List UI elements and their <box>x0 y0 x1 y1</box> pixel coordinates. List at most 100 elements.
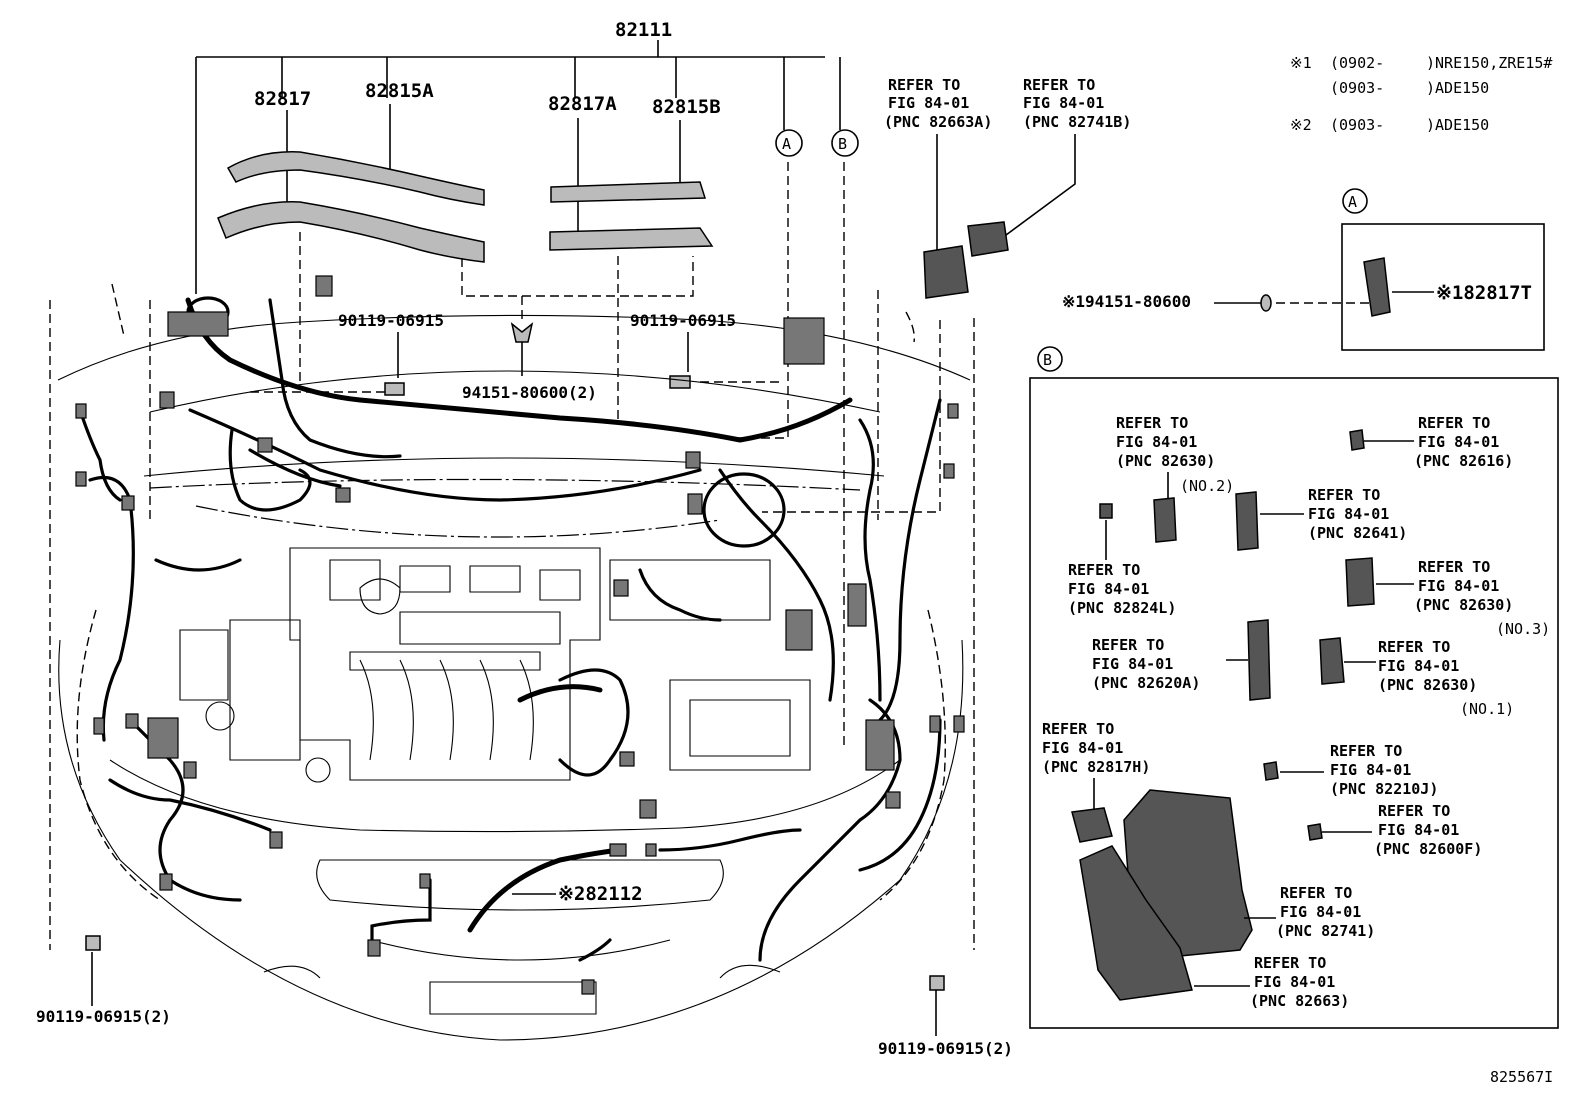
svg-text:FIG 84-01: FIG 84-01 <box>1254 973 1335 991</box>
label-82815B[interactable]: 82815B <box>652 96 721 118</box>
label-bolt-left-upper[interactable]: 90119-06915 <box>338 311 444 330</box>
inset-b-refer-82663[interactable]: REFER TO FIG 84-01 (PNC 82663) <box>1250 954 1349 1010</box>
inset-a-clip-icon <box>1260 294 1272 312</box>
refer-82663A-line3[interactable]: (PNC 82663A) <box>884 113 992 131</box>
inset-b-refer-82600F[interactable]: REFER TO FIG 84-01 (PNC 82600F) <box>1374 802 1482 858</box>
inset-b-refer-82630-no1[interactable]: REFER TO FIG 84-01 (PNC 82630) (NO.1) <box>1378 638 1514 718</box>
refer-82741B-line2: FIG 84-01 <box>1023 94 1104 112</box>
protector-82815B[interactable] <box>550 181 707 203</box>
svg-text:(PNC 82620A): (PNC 82620A) <box>1092 674 1200 692</box>
part-82824L <box>1099 503 1113 519</box>
svg-text:(NO.3): (NO.3) <box>1496 620 1550 638</box>
svg-text:(PNC 82630): (PNC 82630) <box>1116 452 1215 470</box>
svg-text:(PNC 82630): (PNC 82630) <box>1378 676 1477 694</box>
label-82112[interactable]: ※282112 <box>558 883 643 905</box>
relay-block-82663A[interactable] <box>923 245 969 299</box>
label-bolt-lower-right[interactable]: 90119-06915(2) <box>878 1039 1013 1058</box>
bolt-lower-left-icon <box>85 935 101 951</box>
dash-A-down <box>720 162 789 439</box>
inset-b-refer-82210J[interactable]: REFER TO FIG 84-01 (PNC 82210J) <box>1330 742 1438 798</box>
part-82641 <box>1235 491 1259 551</box>
svg-text:FIG 84-01: FIG 84-01 <box>1378 821 1459 839</box>
bolt-right-upper-icon <box>669 375 691 389</box>
protector-82817[interactable] <box>217 201 485 263</box>
inset-a-frame <box>1341 223 1545 351</box>
inset-b-refer-82620A[interactable]: REFER TO FIG 84-01 (PNC 82620A) <box>1092 636 1200 692</box>
callout-82111-bracket <box>195 40 841 294</box>
label-82815A[interactable]: 82815A <box>365 80 434 102</box>
note1a-date: (0902- <box>1330 54 1384 72</box>
refer-82741B-line3[interactable]: (PNC 82741B) <box>1023 113 1131 131</box>
inset-a-part-label[interactable]: ※182817T <box>1436 282 1532 304</box>
label-bolt-lower-left[interactable]: 90119-06915(2) <box>36 1007 171 1026</box>
circle-ref-b-label: B <box>838 135 847 153</box>
inset-b-refer-82817H[interactable]: REFER TO FIG 84-01 (PNC 82817H) <box>1042 720 1150 776</box>
note2-mark: ※2 <box>1290 116 1312 134</box>
svg-text:FIG 84-01: FIG 84-01 <box>1116 433 1197 451</box>
inset-b-refer-82616[interactable]: REFER TO FIG 84-01 (PNC 82616) <box>1414 414 1513 470</box>
note1-mark: ※1 <box>1290 54 1312 72</box>
inset-b-refer-82824L[interactable]: REFER TO FIG 84-01 (PNC 82824L) <box>1068 561 1176 617</box>
relay-block-82741B[interactable] <box>967 221 1009 257</box>
note2-date: (0903- <box>1330 116 1384 134</box>
svg-text:REFER TO: REFER TO <box>1418 414 1490 432</box>
inset-a-circle-label: A <box>1348 193 1357 211</box>
label-clip-center[interactable]: 94151-80600(2) <box>462 383 597 402</box>
part-82620A <box>1247 619 1271 701</box>
refer-82741B-line1: REFER TO <box>1023 76 1095 94</box>
svg-text:FIG 84-01: FIG 84-01 <box>1092 655 1173 673</box>
clip-center-icon <box>510 322 534 343</box>
svg-text:REFER TO: REFER TO <box>1378 802 1450 820</box>
inset-b-refer-82630-no3[interactable]: REFER TO FIG 84-01 (PNC 82630) (NO.3) <box>1414 558 1550 638</box>
relay-box-82663[interactable] <box>1079 845 1193 1001</box>
svg-text:(PNC 82641): (PNC 82641) <box>1308 524 1407 542</box>
svg-text:FIG 84-01: FIG 84-01 <box>1068 580 1149 598</box>
protector-82817A[interactable] <box>549 227 714 251</box>
part-82630-no3 <box>1345 557 1375 607</box>
svg-text:REFER TO: REFER TO <box>1330 742 1402 760</box>
figure-id: 825567I <box>1490 1068 1553 1086</box>
svg-text:(PNC 82741): (PNC 82741) <box>1276 922 1375 940</box>
circle-ref-a[interactable] <box>775 129 803 157</box>
label-82817[interactable]: 82817 <box>254 88 311 110</box>
inset-b-refer-82630-no2[interactable]: REFER TO FIG 84-01 (PNC 82630) (NO.2) <box>1116 414 1234 495</box>
circle-ref-b[interactable] <box>831 129 859 157</box>
protector-82815A[interactable] <box>226 151 485 206</box>
svg-text:FIG 84-01: FIG 84-01 <box>1330 761 1411 779</box>
svg-text:(PNC 82616): (PNC 82616) <box>1414 452 1513 470</box>
inset-a-clip-label[interactable]: ※194151-80600 <box>1062 292 1191 311</box>
note1b-model: )ADE150 <box>1426 79 1489 97</box>
inset-b-frame <box>1029 377 1559 1029</box>
engine-block <box>179 547 811 783</box>
label-82817A[interactable]: 82817A <box>548 93 617 115</box>
circle-ref-a-label: A <box>782 135 791 153</box>
inset-a-circle <box>1342 188 1368 214</box>
inset-b-refer-82741[interactable]: REFER TO FIG 84-01 (PNC 82741) <box>1276 884 1375 940</box>
svg-text:REFER TO: REFER TO <box>1418 558 1490 576</box>
inset-b-circle-label: B <box>1043 351 1052 369</box>
part-82630-no2 <box>1153 497 1177 543</box>
svg-text:FIG 84-01: FIG 84-01 <box>1308 505 1389 523</box>
svg-text:REFER TO: REFER TO <box>1042 720 1114 738</box>
refer-82663A-line1: REFER TO <box>888 76 960 94</box>
svg-text:(PNC 82663): (PNC 82663) <box>1250 992 1349 1010</box>
svg-text:(NO.2): (NO.2) <box>1180 477 1234 495</box>
inset-b-refer-82641[interactable]: REFER TO FIG 84-01 (PNC 82641) <box>1308 486 1407 542</box>
harness-connectors <box>75 275 965 995</box>
inset-a-part-82817T[interactable] <box>1363 257 1391 317</box>
label-82111[interactable]: 82111 <box>615 19 672 41</box>
part-82616 <box>1349 429 1365 451</box>
part-82630-no1 <box>1319 637 1345 685</box>
svg-text:(PNC 82600F): (PNC 82600F) <box>1374 840 1482 858</box>
note1a-model: )NRE150,ZRE15# <box>1426 54 1552 72</box>
refer-82663A-line2: FIG 84-01 <box>888 94 969 112</box>
bolt-left-upper-icon <box>384 382 405 396</box>
main-harness-wires <box>78 296 942 962</box>
part-82210J <box>1263 761 1279 781</box>
svg-text:REFER TO: REFER TO <box>1308 486 1380 504</box>
svg-text:(PNC 82817H): (PNC 82817H) <box>1042 758 1150 776</box>
label-bolt-right-upper[interactable]: 90119-06915 <box>630 311 736 330</box>
inset-b-circle <box>1037 346 1063 372</box>
svg-text:(NO.1): (NO.1) <box>1460 700 1514 718</box>
